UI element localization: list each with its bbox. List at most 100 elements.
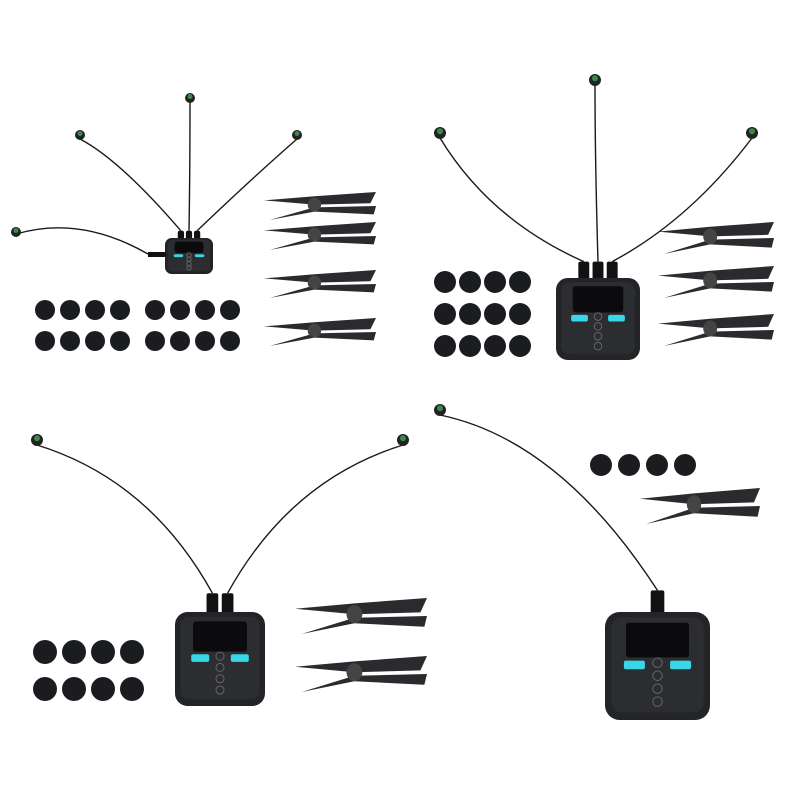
electrode-clip [658,222,774,254]
device-button [215,674,225,684]
cable-plug [578,261,590,282]
device-button [215,685,225,695]
electrode-pad [60,300,80,320]
device-button [593,331,603,341]
electrode-pad [60,331,80,351]
electrode-pad [33,677,57,701]
cable-plug [193,230,201,240]
indicator-light-right [670,660,692,670]
clip-hinge [307,197,322,212]
electrode [31,434,43,446]
device-button [652,657,663,668]
electrode-tip [437,405,443,412]
electrode-pad [484,303,506,325]
lead-wire [439,414,659,591]
device-button [652,683,663,694]
electrode-clip [640,488,760,524]
cable-plug [606,261,618,282]
lead-wire [36,444,214,594]
electrode-pad [33,640,57,664]
device-button [652,670,663,681]
electrode [434,127,446,139]
electrode-pad [195,300,215,320]
cable-plug [592,261,604,282]
electrode-pad [220,300,240,320]
clip-hinge [307,323,322,338]
device-screen [572,286,624,313]
electrode [589,74,601,86]
clip-hinge [703,320,718,337]
electrode-pad [459,303,481,325]
electrode-clip [264,222,376,250]
indicator-light-right [608,314,625,322]
indicator-light-right [194,254,205,258]
electrode-pad [145,331,165,351]
device-screen [193,621,247,652]
device-button [652,696,663,707]
electrode-clip [295,656,427,692]
indicator-light-left [173,254,184,258]
electrode-pad [674,454,696,476]
device-screen [626,622,689,658]
indicator-light-left [571,314,588,322]
lead-wire [594,84,599,262]
clip-hinge [307,275,322,290]
electrode [185,93,195,103]
device-button [593,312,603,321]
lead-wire [196,138,298,232]
electrode [11,227,21,237]
electrode-pad [110,300,130,320]
electrode-pad [120,640,144,664]
device-button [215,651,225,661]
stimulator-device [605,590,710,720]
electrode [397,434,409,446]
electrode-tip [294,131,300,136]
electrode-pad [220,331,240,351]
indicator-light-left [191,654,210,662]
device-screen [174,241,204,254]
cable-plug [206,593,219,616]
electrode-pad [434,271,456,293]
electrode-pad [85,331,105,351]
lead-wire [611,137,753,263]
electrode-pad [459,271,481,293]
clip-hinge [686,495,702,514]
electrode-pad [62,677,86,701]
lead-wire [188,101,191,231]
electrode [746,127,758,139]
electrode-clip [264,318,376,346]
device-button [215,662,225,673]
clip-hinge [346,605,363,624]
electrode-tip [437,128,443,135]
electrode-pad [459,335,481,357]
electrode-tip [592,75,598,82]
electrode-clip [295,598,427,634]
electrode-tip [400,435,406,442]
cable-plug [177,230,185,240]
device-button [186,265,192,271]
stimulator-device [556,261,640,360]
electrode-pad [170,331,190,351]
electrode-clip [658,266,774,298]
clip-hinge [703,272,718,289]
indicator-light-right [230,654,249,662]
electrode-pad [85,300,105,320]
electrode [75,130,85,140]
cable-plug [185,230,193,240]
indicator-light-left [623,660,645,670]
electrode-pad [484,335,506,357]
electrode [434,404,446,416]
electrode [292,130,302,140]
lead-wire [15,227,149,255]
electrode-clip [264,270,376,298]
cable-plug [148,252,166,257]
stimulator-device [175,593,265,706]
electrode-pad [434,335,456,357]
electrode-pad [509,271,531,293]
cable-plug [221,593,234,616]
electrode-pad [484,271,506,293]
electrode-tip [749,128,755,135]
cable-plug [650,590,665,617]
clip-hinge [703,228,718,245]
